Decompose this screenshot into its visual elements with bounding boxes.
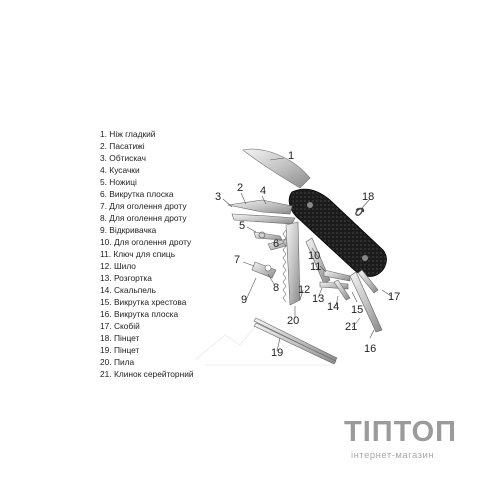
legend-item: 18. Пінцет [100,333,140,343]
callout-17: 17 [388,291,400,303]
legend-item: 11. Ключ для спиць [100,249,176,259]
legend-item: 1. Ніж гладкий [100,129,156,139]
callout-12: 12 [298,284,310,296]
callout-8: 8 [273,282,279,294]
callout-18: 18 [362,191,374,203]
legend-item: 13. Розгортка [100,273,152,283]
legend-item: 4. Кусачки [100,165,140,175]
callout-3: 3 [215,191,221,203]
callout-2: 2 [237,182,243,194]
callout-15: 15 [351,304,363,316]
callout-6: 6 [273,238,279,250]
callout-19: 19 [271,347,283,359]
callout-10: 10 [308,250,320,262]
callout-14: 14 [327,301,339,313]
callout-20: 20 [287,315,299,327]
callout-1: 1 [288,150,294,162]
legend-item: 5. Ножиці [100,177,137,187]
pliers-tool [227,199,293,215]
legend-item: 21. Клинок серейторний [100,369,194,379]
cross-screwdriver [357,269,379,294]
legend-item: 3. Обтискач [100,153,147,163]
tool-legend: 1. Ніж гладкий 2. Пасатижі 3. Обтискач 4. К… [100,128,194,380]
brand-logo: ТІПТОП [344,416,458,448]
legend-item: 9. Відкривачка [100,225,157,235]
callout-16: 16 [364,343,376,355]
legend-item: 16. Викрутка плоска [100,309,179,319]
spoke-wrench [323,269,351,282]
callout-5: 5 [239,220,245,232]
corkscrew-tool [355,207,365,216]
legend-item: 19. Пінцет [100,345,140,355]
handle-rivet [362,255,368,261]
callout-21: 21 [345,321,357,333]
brand-subtitle: інтернет-магазин [351,450,435,461]
callout-9: 9 [241,294,247,306]
scalpel-tool [333,279,351,301]
legend-item: 15. Викрутка хрестова [100,297,187,307]
callout-7: 7 [234,254,240,266]
legend-item: 2. Пасатижі [100,141,145,151]
callout-13: 13 [312,293,324,305]
smooth-blade [242,148,311,189]
legend-item: 12. Шило [100,261,136,271]
legend-item: 14. Скальпель [100,285,156,295]
serrated-blade [349,271,383,333]
callout-11: 11 [310,261,321,273]
legend-item: 8. Для оголення дроту [100,213,187,223]
handle-rivet [307,202,313,208]
saw-teeth [282,229,287,303]
legend-item: 7. Для оголення дроту [100,201,187,211]
legend-item: 6. Викрутка плоска [100,189,174,199]
knife-handle [288,188,387,277]
legend-item: 10. Для оголення дроту [100,237,192,247]
wire-stripper-tool [251,261,277,279]
callout-leaders [222,157,392,352]
reamer-tool [319,281,349,290]
callout-4: 4 [260,185,266,197]
legend-item: 20. Пила [100,357,135,367]
tweezers-tool-arm [253,322,337,365]
legend-item: 17. Скобій [100,321,140,331]
